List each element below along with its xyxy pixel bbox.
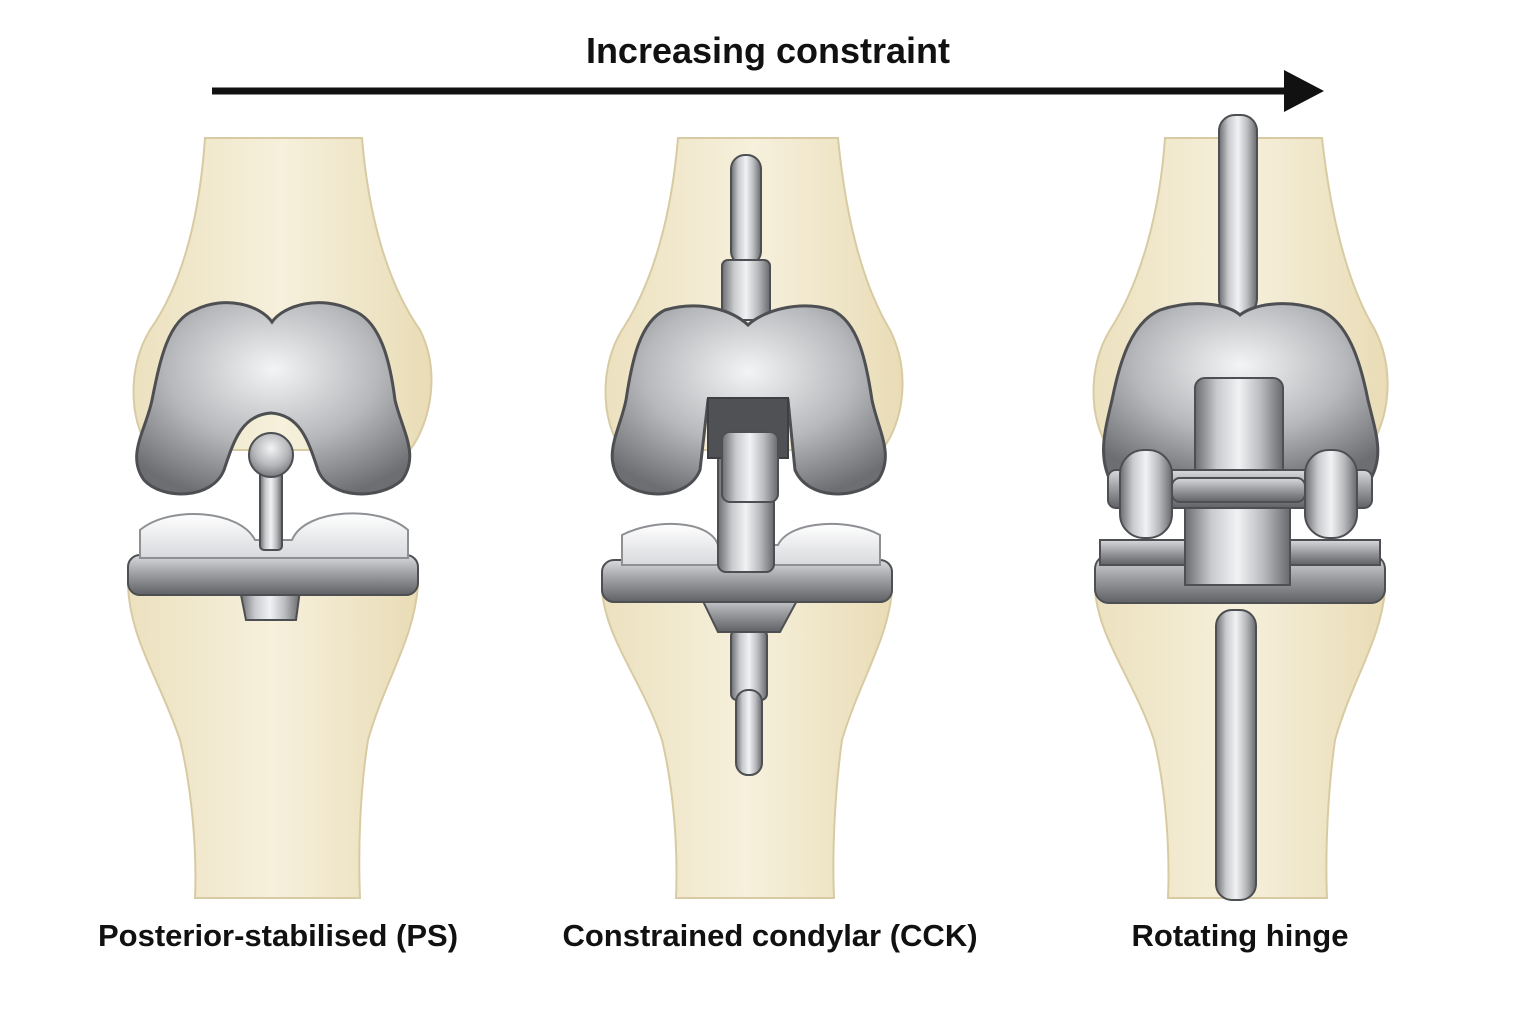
implant-cck [600, 137, 904, 899]
tibial-tray [127, 554, 419, 596]
poly-insert [621, 522, 881, 566]
label-rotating-hinge: Rotating hinge [1131, 918, 1349, 953]
implant-rotating-hinge [1092, 114, 1389, 901]
label-cck: Constrained condylar (CCK) [562, 918, 978, 953]
femoral-component [135, 301, 412, 496]
tibia-bone [126, 584, 420, 899]
hinge-axle [1107, 449, 1373, 539]
diagram-title: Increasing constraint [585, 30, 951, 71]
label-ps: Posterior-stabilised (PS) [97, 918, 459, 953]
poly-insert [139, 512, 409, 559]
implant-ps [126, 137, 433, 899]
constraint-arrow [212, 70, 1324, 112]
